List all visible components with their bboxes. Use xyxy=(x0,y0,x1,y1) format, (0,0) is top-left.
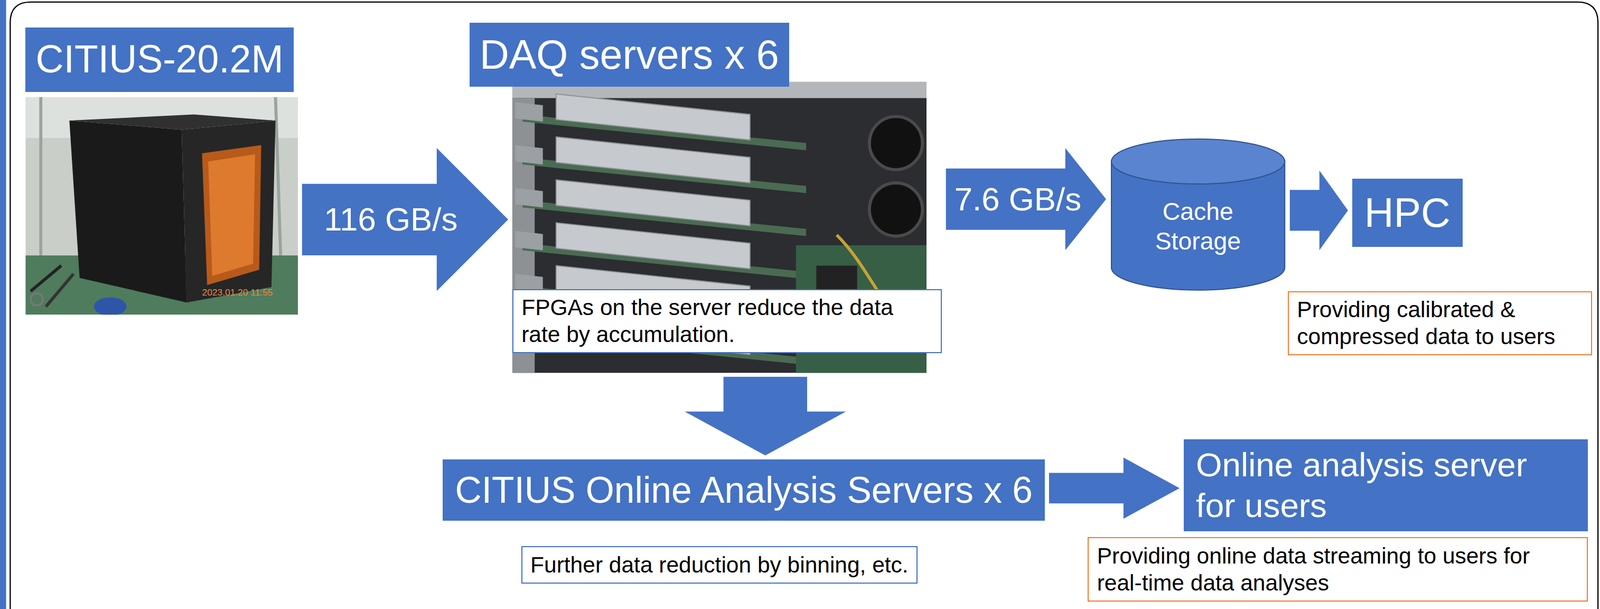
box-text: HPC xyxy=(1364,188,1451,238)
note-box: Providing online data streaming to users… xyxy=(1087,536,1588,601)
server-photo xyxy=(556,179,751,226)
server-photo xyxy=(515,101,544,122)
server-photo xyxy=(515,230,544,251)
process-box: HPC xyxy=(1352,178,1463,247)
process-box: CITIUS Online Analysis Servers x 6 xyxy=(442,459,1045,521)
block-arrow xyxy=(684,376,846,456)
note-box: Providing calibrated & compressed data t… xyxy=(1287,291,1593,355)
note-box: FPGAs on the server reduce the data rate… xyxy=(512,288,942,353)
server-photo xyxy=(869,116,923,170)
process-box: Online analysis server for users xyxy=(1183,438,1588,531)
detector-photo xyxy=(25,97,298,315)
box-text: CITIUS Online Analysis Servers x 6 xyxy=(454,468,1033,512)
detector-photo xyxy=(201,144,261,285)
server-photo xyxy=(869,182,923,237)
detector-photo xyxy=(94,296,127,315)
detector-photo xyxy=(30,265,62,292)
frame-border xyxy=(10,2,1598,609)
daq-server-box: DAQ servers x 6FPGAs on the server reduc… xyxy=(512,81,942,373)
block-arrow xyxy=(302,147,509,291)
server-photo xyxy=(515,188,544,208)
cache-storage-cylinder: Cache Storage xyxy=(1110,137,1286,292)
server-photo xyxy=(556,222,751,269)
detector-photo xyxy=(30,293,43,306)
box-text: Providing calibrated & compressed data t… xyxy=(1296,295,1583,350)
box-heading: DAQ servers x 6 xyxy=(469,22,790,88)
detector-photo xyxy=(69,120,187,303)
data-rate-label: 7.6 GB/s xyxy=(954,179,1082,219)
box-text: FPGAs on the server reduce the data rate… xyxy=(521,293,933,348)
detector-photo xyxy=(181,120,276,303)
box-text: Providing online data streaming to users… xyxy=(1097,541,1579,596)
block-arrow xyxy=(1049,456,1180,519)
box-text: Online analysis server for users xyxy=(1195,444,1576,526)
label-anchor: 2023.01.20 11:55 xyxy=(201,286,273,298)
server-photo xyxy=(556,136,751,183)
server-photo xyxy=(556,94,751,140)
server-photo xyxy=(515,144,544,165)
left-accent-bar xyxy=(0,0,7,609)
block-arrow xyxy=(946,147,1107,250)
detector-photo xyxy=(208,154,256,276)
detector-photo xyxy=(25,97,298,315)
detector-photo xyxy=(45,273,74,307)
box-heading: CITIUS-20.2M xyxy=(25,27,294,92)
note-box: Further data reduction by binning, etc. xyxy=(521,545,918,583)
cylinder-top xyxy=(1111,138,1285,184)
detector-photo xyxy=(275,97,282,256)
detector-photo xyxy=(39,97,43,256)
data-rate-label: 116 GB/s xyxy=(323,199,458,239)
detector-photo-box: CITIUS-20.2M xyxy=(25,97,298,315)
box-text: Further data reduction by binning, etc. xyxy=(530,550,909,578)
label-anchor: 116 GB/s xyxy=(323,199,458,239)
box-text: Cache Storage xyxy=(1136,197,1260,256)
photo-timestamp: 2023.01.20 11:55 xyxy=(201,286,273,298)
label-anchor: 7.6 GB/s xyxy=(954,179,1082,219)
block-arrow xyxy=(1289,170,1349,251)
